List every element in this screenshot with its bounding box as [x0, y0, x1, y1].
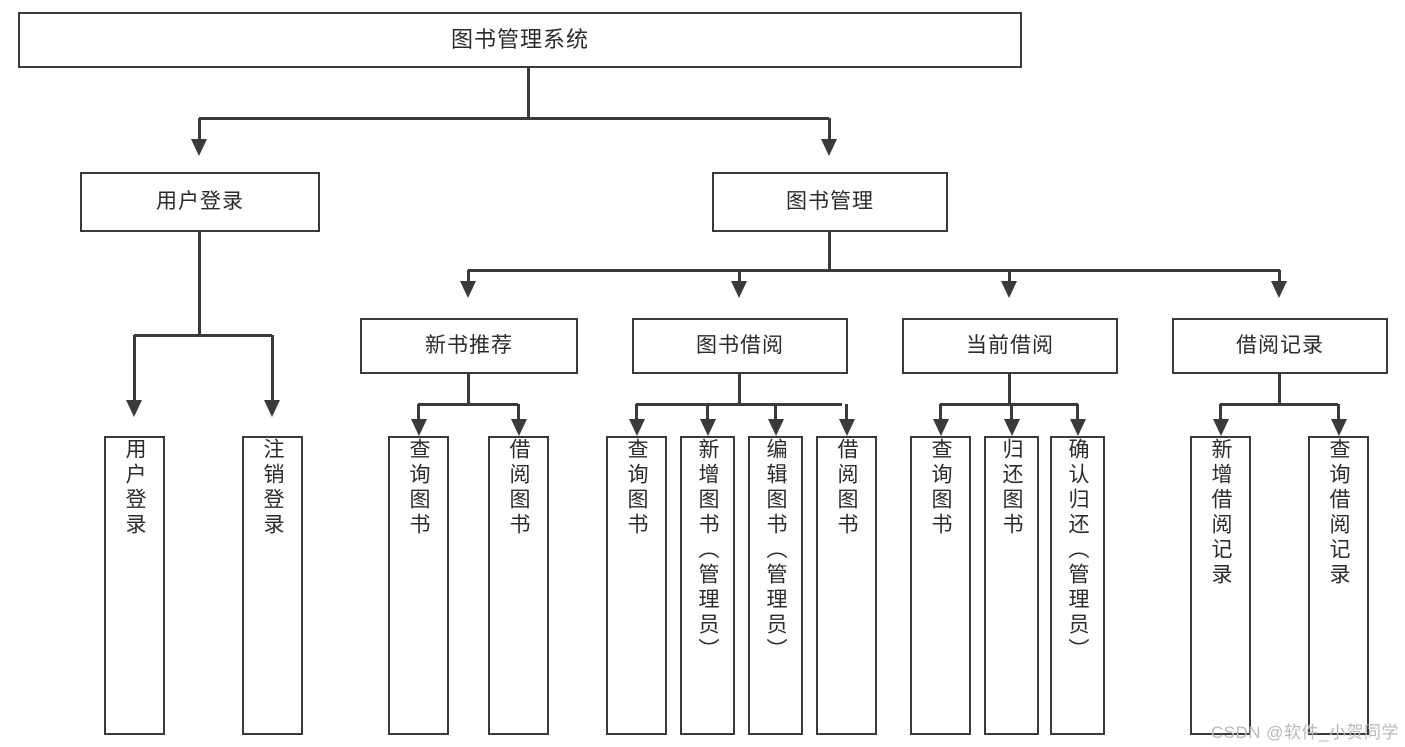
g2-leafdrop-2-stem	[774, 404, 777, 419]
leaf-label: 确认归还（管理员）	[1066, 438, 1089, 663]
manage-drop-1-arrow	[731, 281, 747, 298]
leaf-label: 注销登录	[261, 438, 284, 538]
g4-bus	[1220, 402, 1338, 406]
node-label: 借阅记录	[1236, 334, 1324, 358]
root-drop-0-stem	[197, 118, 201, 139]
g2-bus	[636, 402, 842, 406]
g1-stem	[466, 374, 470, 404]
node-new-book-recommend[interactable]: 新书推荐	[360, 318, 578, 374]
node-label: 用户登录	[156, 190, 244, 214]
g2-leafdrop-0-stem	[635, 404, 638, 419]
leaf-label: 新增图书（管理员）	[696, 438, 719, 663]
manage-drop-2-arrow	[1001, 281, 1017, 298]
manage-drop-1-stem	[737, 270, 741, 281]
g1-leafdrop-1-stem	[517, 404, 520, 419]
g2-leafdrop-1-arrow	[699, 419, 716, 436]
root-stem	[526, 68, 530, 120]
leaf-label: 查询图书	[407, 438, 430, 538]
leaf-label: 归还图书	[1000, 438, 1023, 538]
g3-leafdrop-2-stem	[1076, 404, 1079, 419]
node-book-borrow[interactable]: 图书借阅	[632, 318, 848, 374]
g3-leafdrop-1-stem	[1010, 404, 1013, 419]
leaf-label: 查询图书	[625, 438, 648, 538]
leaf-label: 借阅图书	[835, 438, 858, 538]
g4-leafdrop-1-arrow	[1330, 419, 1347, 436]
leaf-label: 新增借阅记录	[1209, 438, 1232, 588]
root-drop-0-arrow	[191, 139, 207, 156]
leaf-borrow-book-recommend[interactable]: 借阅图书	[488, 436, 549, 735]
g3-leafdrop-2-arrow	[1069, 419, 1086, 436]
root-drop-1-arrow	[821, 139, 837, 156]
leaf-label: 查询图书	[929, 438, 952, 538]
node-label: 当前借阅	[966, 334, 1054, 358]
g2-leafdrop-3-stem	[845, 404, 848, 419]
leaf-label: 编辑图书（管理员）	[764, 438, 787, 663]
leaf-query-book-borrow[interactable]: 查询图书	[606, 436, 667, 735]
leaf-user-login[interactable]: 用户登录	[104, 436, 165, 735]
node-root-system[interactable]: 图书管理系统	[18, 12, 1022, 68]
login-stem	[197, 232, 201, 336]
node-label: 图书管理系统	[450, 26, 589, 52]
manage-drop-0-stem	[466, 270, 470, 281]
g3-bus	[940, 402, 1078, 406]
g3-stem	[1007, 374, 1011, 404]
node-user-login[interactable]: 用户登录	[80, 172, 320, 232]
leaf-query-borrow-record[interactable]: 查询借阅记录	[1308, 436, 1369, 735]
g1-bus	[418, 402, 518, 406]
leaf-query-book-current[interactable]: 查询图书	[910, 436, 971, 735]
node-borrow-records[interactable]: 借阅记录	[1172, 318, 1388, 374]
g1-leafdrop-1-arrow	[510, 419, 527, 436]
login-drop-1-stem	[270, 335, 274, 400]
g3-leafdrop-0-arrow	[932, 419, 949, 436]
node-label: 图书管理	[786, 190, 874, 214]
leaf-edit-book-admin[interactable]: 编辑图书（管理员）	[748, 436, 803, 735]
login-bus	[134, 333, 272, 337]
node-book-management[interactable]: 图书管理	[712, 172, 948, 232]
leaf-borrow-book[interactable]: 借阅图书	[816, 436, 877, 735]
leaf-label: 借阅图书	[507, 438, 530, 538]
g2-leafdrop-2-arrow	[767, 419, 784, 436]
leaf-add-book-admin[interactable]: 新增图书（管理员）	[680, 436, 735, 735]
g3-leafdrop-0-stem	[939, 404, 942, 419]
login-drop-0-arrow	[126, 400, 142, 417]
manage-bus	[468, 268, 1280, 272]
g2-leafdrop-3-arrow	[838, 419, 855, 436]
g4-leafdrop-0-stem	[1219, 404, 1222, 419]
g1-leafdrop-0-stem	[417, 404, 420, 419]
leaf-label: 用户登录	[123, 438, 146, 538]
leaf-confirm-return-admin[interactable]: 确认归还（管理员）	[1050, 436, 1105, 735]
leaf-label: 查询借阅记录	[1327, 438, 1350, 588]
node-label: 图书借阅	[696, 334, 784, 358]
login-drop-1-arrow	[264, 400, 280, 417]
manage-drop-0-arrow	[460, 281, 476, 298]
g4-leafdrop-0-arrow	[1212, 419, 1229, 436]
g2-leafdrop-0-arrow	[628, 419, 645, 436]
manage-stem	[827, 232, 831, 272]
manage-drop-3-arrow	[1271, 281, 1287, 298]
csdn-watermark: CSDN @软件_小贺同学	[1210, 723, 1399, 742]
leaf-return-book[interactable]: 归还图书	[984, 436, 1039, 735]
g4-leafdrop-1-stem	[1337, 404, 1340, 419]
manage-drop-2-stem	[1007, 270, 1011, 281]
leaf-logout[interactable]: 注销登录	[242, 436, 303, 735]
manage-drop-3-stem	[1277, 270, 1281, 281]
g1-leafdrop-0-arrow	[410, 419, 427, 436]
leaf-query-book-recommend[interactable]: 查询图书	[388, 436, 449, 735]
leaf-add-borrow-record[interactable]: 新增借阅记录	[1190, 436, 1251, 735]
g3-leafdrop-1-arrow	[1003, 419, 1020, 436]
g4-stem	[1277, 374, 1281, 404]
root-drop-1-stem	[827, 118, 831, 139]
node-current-borrow[interactable]: 当前借阅	[902, 318, 1118, 374]
g2-leafdrop-1-stem	[706, 404, 709, 419]
root-bus	[199, 116, 829, 120]
node-label: 新书推荐	[425, 334, 513, 358]
g2-stem	[737, 374, 741, 404]
login-drop-0-stem	[132, 335, 136, 400]
